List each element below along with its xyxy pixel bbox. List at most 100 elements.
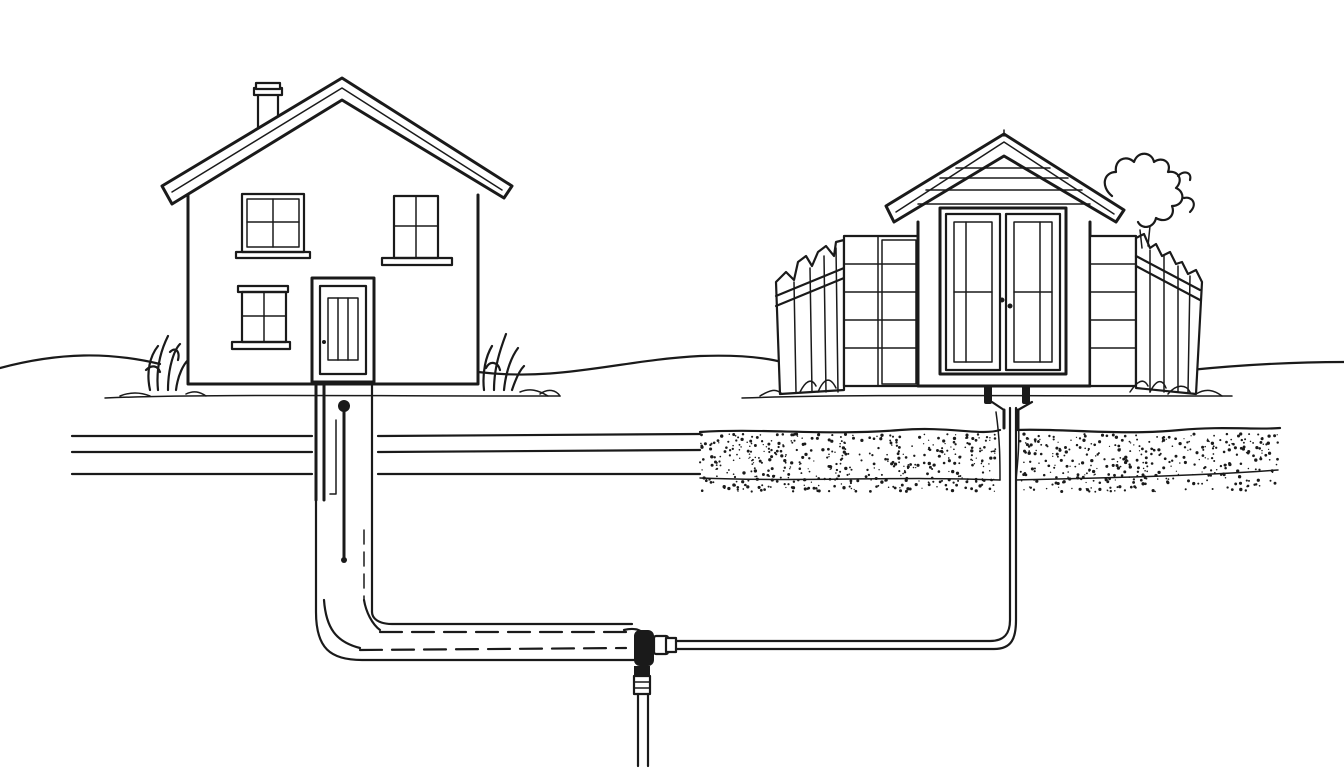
gravel-speck [1065, 464, 1069, 468]
gravel-speck [1081, 475, 1085, 479]
gravel-speck [1146, 465, 1149, 468]
gravel-speck [1052, 455, 1054, 457]
gravel-speck [803, 487, 807, 491]
gravel-speck [1239, 487, 1243, 492]
gravel-speck [710, 455, 714, 459]
gravel-speck [1233, 446, 1237, 450]
gravel-speck [1068, 448, 1071, 451]
gravel-speck [746, 441, 748, 444]
house [160, 76, 514, 386]
gravel-speck [1109, 486, 1112, 489]
gravel-speck [1039, 452, 1043, 456]
gravel-speck [994, 448, 997, 451]
gravel-speck [886, 458, 889, 461]
shrub-right [482, 332, 561, 397]
gravel-speck [783, 458, 787, 463]
gravel-speck [1129, 450, 1132, 453]
gravel-speck [728, 449, 732, 452]
gravel-speck [790, 461, 794, 465]
gravel-speck [759, 488, 763, 492]
gravel-speck [946, 449, 949, 452]
gravel-speck [777, 441, 781, 445]
gravel-speck [801, 442, 805, 446]
gravel-speck [810, 436, 814, 440]
gravel-speck [765, 446, 768, 448]
gravel-speck [1071, 487, 1073, 490]
gravel-speck [1170, 465, 1172, 467]
gravel-speck [903, 465, 905, 467]
gravel-speck [1259, 457, 1263, 461]
gravel-speck [889, 439, 892, 442]
gravel-speck [1103, 458, 1106, 461]
gravel-speck [1076, 476, 1080, 480]
gravel-speck [974, 477, 978, 481]
gravel-speck [848, 473, 851, 475]
gravel-speck [1209, 469, 1213, 472]
gravel-speck [748, 457, 750, 459]
gravel-speck [705, 478, 708, 481]
gravel-speck [703, 442, 707, 446]
gravel-speck [981, 449, 983, 452]
gravel-speck [1206, 438, 1209, 440]
gravel-speck [876, 435, 878, 438]
gravel-speck [950, 488, 955, 493]
gravel-speck [1162, 435, 1166, 439]
gravel-speck [1141, 447, 1144, 451]
gravel-speck [1047, 464, 1051, 468]
gravel-speck [1171, 445, 1174, 448]
gravel-speck [927, 439, 930, 441]
gravel-speck [780, 454, 784, 458]
gravel-speck [734, 434, 737, 437]
gravel-speck [1055, 452, 1059, 456]
gravel-speck [989, 456, 993, 460]
gravel-speck [1052, 452, 1054, 455]
gravel-speck [1028, 450, 1030, 452]
gravel-speck [1049, 471, 1052, 474]
gravel-speck [1138, 445, 1141, 448]
gravel-speck [1256, 478, 1260, 482]
gravel-speck [821, 448, 825, 452]
gravel-speck [1123, 470, 1127, 474]
gravel-speck [746, 485, 750, 489]
gravel-speck [868, 436, 872, 440]
gravel-speck [1215, 446, 1218, 449]
gravel-speck [720, 434, 724, 438]
gravel-speck [791, 486, 796, 490]
gravel-speck [874, 476, 878, 481]
gravel-speck [903, 470, 907, 474]
gravel-speck [1038, 462, 1040, 464]
gravel-speck [1144, 475, 1146, 478]
gravel-speck [1236, 469, 1240, 473]
gravel-speck [1116, 466, 1121, 470]
gravel-speck [1266, 441, 1270, 445]
gravel-speck [1258, 484, 1261, 487]
gravel-speck [1258, 447, 1262, 450]
gravel-speck [1271, 471, 1274, 473]
gravel-speck [849, 479, 853, 483]
gravel-speck [1090, 487, 1092, 489]
gravel-speck [1090, 442, 1093, 445]
gravel-speck [948, 470, 950, 473]
gravel-speck [775, 480, 779, 483]
gravel-speck [1129, 485, 1133, 489]
gravel-speck [1094, 473, 1096, 476]
gravel-speck [965, 436, 969, 439]
gravel-speck [1183, 460, 1187, 465]
gravel-speck [1150, 452, 1153, 456]
gravel-speck [1215, 468, 1218, 471]
gravel-speck [860, 459, 863, 462]
gravel-speck [1275, 463, 1278, 466]
gravel-speck [982, 479, 986, 482]
gravel-speck [714, 460, 717, 464]
gravel-speck [944, 442, 946, 445]
gravel-speck [1261, 449, 1263, 452]
gravel-speck [701, 469, 703, 471]
gravel-speck [852, 436, 855, 440]
gravel-speck [922, 461, 926, 465]
gravel-speck [965, 480, 969, 484]
gravel-speck [941, 479, 943, 482]
gravel-speck [1144, 456, 1148, 460]
gravel-speck [970, 487, 974, 491]
gravel-speck [1268, 458, 1271, 461]
gravel-speck [1025, 436, 1029, 440]
